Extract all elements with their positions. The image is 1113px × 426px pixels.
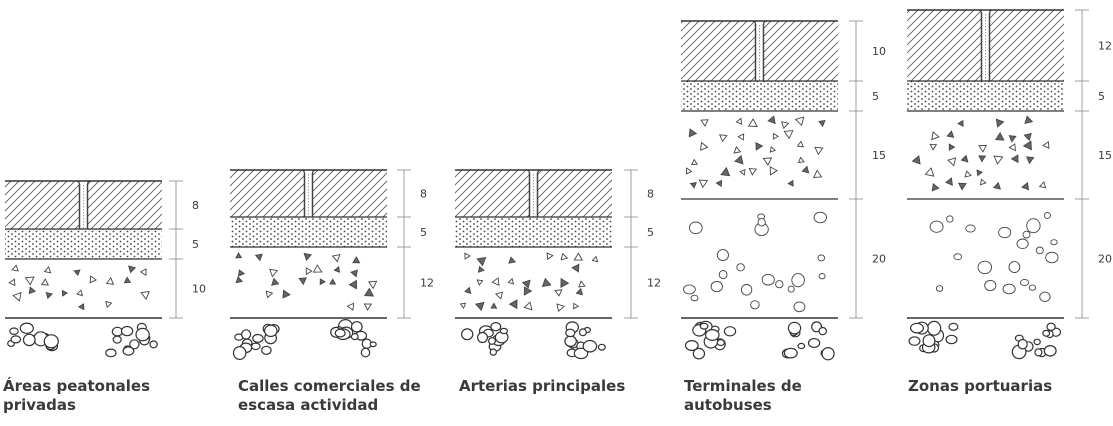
sand-bedding-layer — [681, 81, 838, 111]
crushed-stone-base-layer — [235, 252, 378, 311]
crushed-stone-base-layer — [685, 115, 826, 189]
layer-thickness-label: 20 — [872, 253, 886, 266]
granular-subbase-layer — [683, 211, 827, 313]
layer-thickness-label: 20 — [1098, 253, 1112, 266]
sand-bedding-layer — [455, 217, 612, 247]
pavement-section: 8 5 12 — [455, 169, 661, 360]
subgrade-soil — [232, 319, 377, 361]
layer-thickness-label: 12 — [420, 277, 434, 290]
layer-thickness-label: 12 — [1098, 40, 1112, 53]
layer-thickness-label: 12 — [647, 277, 661, 290]
section-title-line: Áreas peatonales — [3, 377, 151, 395]
crushed-stone-base-layer — [459, 252, 599, 313]
subgrade-soil — [908, 320, 1062, 360]
layer-thickness-label: 8 — [647, 188, 654, 201]
granular-subbase-layer — [929, 211, 1059, 302]
subgrade-soil — [7, 322, 158, 358]
pavement-section: 10 5 15 20 — [681, 20, 886, 361]
pavement-section: 8 5 12 — [230, 169, 434, 361]
sand-bedding-layer — [5, 229, 162, 259]
section-title-line: privadas — [3, 396, 76, 414]
section-title-line: escasa actividad — [238, 396, 379, 414]
layer-thickness-label: 15 — [1098, 149, 1112, 162]
layer-thickness-label: 5 — [1098, 90, 1105, 103]
layer-thickness-label: 10 — [872, 45, 886, 58]
sand-bedding-layer — [230, 217, 387, 247]
layer-thickness-label: 5 — [647, 226, 654, 239]
layer-thickness-label: 8 — [420, 188, 427, 201]
section-title-line: autobuses — [684, 396, 772, 414]
subgrade-soil — [684, 320, 835, 361]
pavement-section: 8 5 10 — [5, 180, 206, 358]
section-title-line: Terminales de — [684, 377, 802, 395]
subgrade-soil — [461, 321, 606, 360]
pavement-section: 12 5 15 20 — [907, 9, 1112, 360]
layer-thickness-label: 10 — [192, 283, 206, 296]
layer-thickness-label: 5 — [192, 238, 199, 251]
section-title-line: Zonas portuarias — [908, 377, 1053, 395]
layer-thickness-label: 8 — [192, 199, 199, 212]
layer-thickness-label: 15 — [872, 149, 886, 162]
section-title: Arterias principales — [459, 377, 625, 396]
layer-thickness-label: 5 — [872, 90, 879, 103]
layer-thickness-label: 5 — [420, 226, 427, 239]
section-title: Zonas portuarias — [908, 377, 1052, 396]
section-title-line: Calles comerciales de — [238, 377, 421, 395]
sand-bedding-layer — [907, 81, 1064, 111]
section-title-line: Arterias principales — [459, 377, 626, 395]
crushed-stone-base-layer — [911, 115, 1050, 192]
crushed-stone-base-layer — [8, 264, 150, 311]
